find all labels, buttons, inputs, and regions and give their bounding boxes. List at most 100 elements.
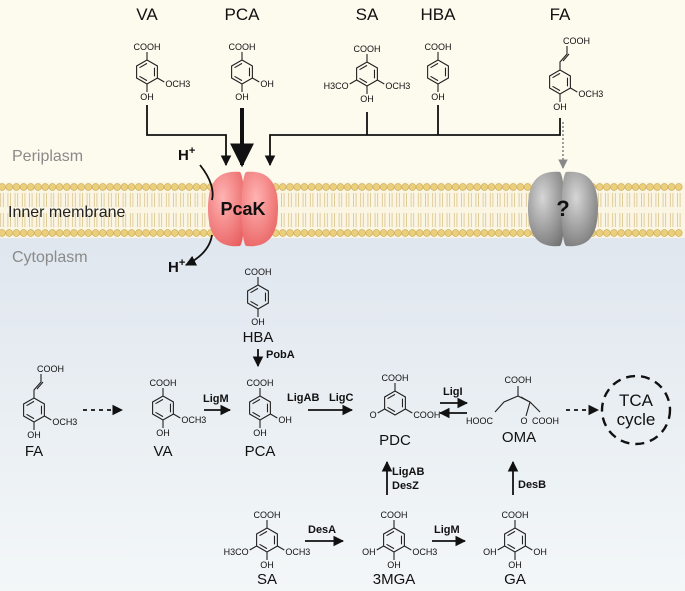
svg-text:COOH: COOH bbox=[381, 510, 408, 520]
peri-hba-label: HBA bbox=[421, 5, 457, 24]
cyto-pdc-molecule: COOH COOH O bbox=[370, 373, 441, 420]
peri-sa-molecule: COOH OCH3 H3CO OH bbox=[324, 44, 411, 104]
svg-text:H3CO: H3CO bbox=[224, 547, 249, 557]
svg-text:OCH3: OCH3 bbox=[181, 415, 206, 425]
svg-text:OH: OH bbox=[553, 102, 567, 112]
svg-text:OCH3: OCH3 bbox=[412, 547, 437, 557]
enzyme-desa: DesA bbox=[308, 524, 336, 536]
enzyme-ligm-2: LigM bbox=[434, 524, 460, 536]
cyto-oma-label: OMA bbox=[502, 429, 536, 446]
lipid-bilayer bbox=[0, 183, 683, 237]
svg-text:COOH: COOH bbox=[150, 378, 177, 388]
cyto-hba-label: HBA bbox=[243, 329, 274, 346]
svg-text:OH: OH bbox=[508, 560, 522, 570]
svg-text:OH: OH bbox=[235, 92, 249, 102]
svg-text:OH: OH bbox=[156, 428, 170, 438]
svg-text:COOH: COOH bbox=[502, 510, 529, 520]
svg-text:COOH: COOH bbox=[354, 44, 381, 54]
svg-text:OH: OH bbox=[260, 560, 274, 570]
svg-text:COOH: COOH bbox=[37, 364, 64, 374]
svg-text:OH: OH bbox=[387, 560, 401, 570]
cyto-pdc-label: PDC bbox=[379, 432, 411, 449]
cytoplasm-label: Cytoplasm bbox=[12, 249, 88, 266]
enzyme-desz: DesZ bbox=[392, 480, 419, 492]
svg-text:COOH: COOH bbox=[247, 378, 274, 388]
svg-text:OCH3: OCH3 bbox=[165, 79, 190, 89]
peri-va-label: VA bbox=[136, 5, 158, 24]
svg-text:O: O bbox=[520, 416, 527, 426]
svg-text:HOOC: HOOC bbox=[466, 416, 494, 426]
svg-text:COOH: COOH bbox=[245, 267, 272, 277]
svg-text:COOH: COOH bbox=[505, 375, 532, 385]
svg-text:OH: OH bbox=[533, 547, 547, 557]
svg-text:OCH3: OCH3 bbox=[385, 81, 410, 91]
cyto-va-label: VA bbox=[154, 443, 173, 460]
svg-text:H3CO: H3CO bbox=[324, 81, 349, 91]
unknown-transporter: ? bbox=[528, 171, 598, 247]
cyto-oma-molecule: COOH HOOC O COOH bbox=[466, 375, 559, 426]
svg-text:COOH: COOH bbox=[254, 510, 281, 520]
enzyme-ligc: LigC bbox=[329, 392, 353, 404]
inner-membrane-label: Inner membrane bbox=[8, 204, 125, 221]
peri-hba-molecule: COOH OH bbox=[425, 42, 452, 102]
cyto-fa-label: FA bbox=[25, 443, 43, 460]
reaction-arrows bbox=[83, 349, 600, 547]
svg-text:COOH: COOH bbox=[532, 416, 559, 426]
svg-text:OCH3: OCH3 bbox=[578, 89, 603, 99]
svg-text:OH: OH bbox=[483, 547, 497, 557]
cytoplasm-bg bbox=[0, 185, 685, 591]
peri-sa-label: SA bbox=[356, 5, 379, 24]
cyto-pca-molecule: COOH OH OH bbox=[247, 378, 292, 438]
svg-text:COOH: COOH bbox=[413, 410, 440, 420]
transport-arrows bbox=[146, 105, 568, 266]
svg-text:COOH: COOH bbox=[229, 42, 256, 52]
cyto-pca-label: PCA bbox=[245, 443, 276, 460]
svg-text:COOH: COOH bbox=[382, 373, 409, 383]
tca-cycle-label: cycle bbox=[617, 410, 656, 429]
svg-text:COOH: COOH bbox=[425, 42, 452, 52]
enzyme-ligab-1: LigAB bbox=[287, 392, 319, 404]
enzyme-ligm-1: LigM bbox=[203, 393, 229, 405]
cyto-ga-molecule: COOH OH OH OH bbox=[483, 510, 547, 570]
pcak-transporter: PcaK bbox=[208, 171, 278, 247]
svg-text:OH: OH bbox=[278, 415, 292, 425]
peri-pca-molecule: COOH OH OH bbox=[229, 42, 274, 102]
tca-cycle: TCA cycle bbox=[600, 374, 672, 446]
svg-text:O: O bbox=[370, 410, 377, 420]
svg-text:OH: OH bbox=[253, 428, 267, 438]
svg-text:OH: OH bbox=[140, 92, 154, 102]
svg-text:OH: OH bbox=[260, 79, 274, 89]
svg-text:OH: OH bbox=[431, 92, 445, 102]
enzyme-desb: DesB bbox=[518, 479, 546, 491]
svg-text:OH: OH bbox=[362, 547, 376, 557]
cyto-hba-molecule: COOH OH bbox=[245, 267, 272, 327]
periplasm-bg bbox=[0, 0, 685, 185]
cyto-sa-label: SA bbox=[257, 571, 277, 588]
svg-text:OCH3: OCH3 bbox=[285, 547, 310, 557]
peri-fa-label: FA bbox=[550, 5, 571, 24]
unknown-transporter-label: ? bbox=[556, 196, 569, 221]
periplasm-label: Periplasm bbox=[12, 148, 83, 165]
cyto-3mga-label: 3MGA bbox=[373, 571, 416, 588]
enzyme-ligab-2: LigAB bbox=[392, 466, 424, 478]
peri-pca-label: PCA bbox=[225, 5, 261, 24]
enzyme-poba: PobA bbox=[266, 349, 295, 361]
svg-text:COOH: COOH bbox=[563, 36, 590, 46]
cyto-sa-molecule: COOH OCH3 H3CO OH bbox=[224, 510, 311, 570]
svg-text:OH: OH bbox=[360, 94, 374, 104]
tca-label: TCA bbox=[619, 391, 654, 410]
cyto-ga-label: GA bbox=[504, 571, 526, 588]
svg-text:OCH3: OCH3 bbox=[52, 417, 77, 427]
pcak-label: PcaK bbox=[220, 199, 265, 219]
svg-text:OH: OH bbox=[251, 317, 265, 327]
svg-text:COOH: COOH bbox=[134, 42, 161, 52]
enzyme-ligi: LigI bbox=[443, 386, 463, 398]
